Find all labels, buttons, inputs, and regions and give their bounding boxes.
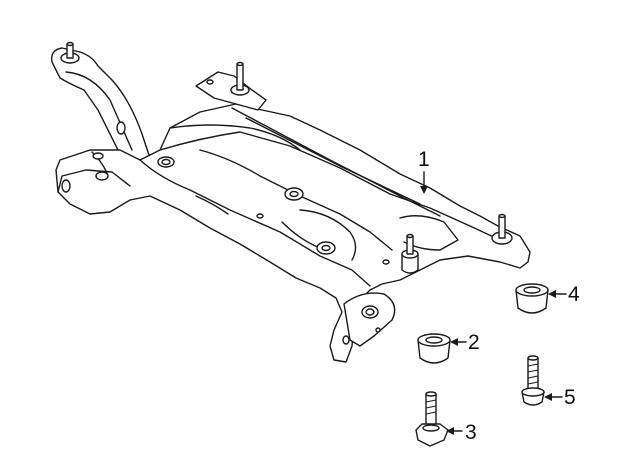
stud-part-3[interactable] — [415, 391, 463, 447]
bushing-part-4[interactable] — [515, 283, 567, 314]
subframe-part[interactable] — [51, 41, 531, 363]
callout-5-label: 5 — [564, 386, 576, 409]
callout-4-label: 4 — [568, 283, 580, 306]
callout-1-label: 1 — [418, 148, 430, 171]
callout-3-label: 3 — [465, 421, 477, 444]
bolt-part-5[interactable] — [521, 355, 563, 406]
front-lower-bracket — [343, 292, 396, 347]
center-stud-nut — [401, 253, 419, 274]
callout-2-label: 2 — [468, 331, 480, 354]
top-stud — [236, 63, 244, 91]
bushing-part-2[interactable] — [417, 333, 467, 364]
right-rear-stud — [498, 215, 506, 239]
left-mount-arm — [51, 47, 151, 165]
